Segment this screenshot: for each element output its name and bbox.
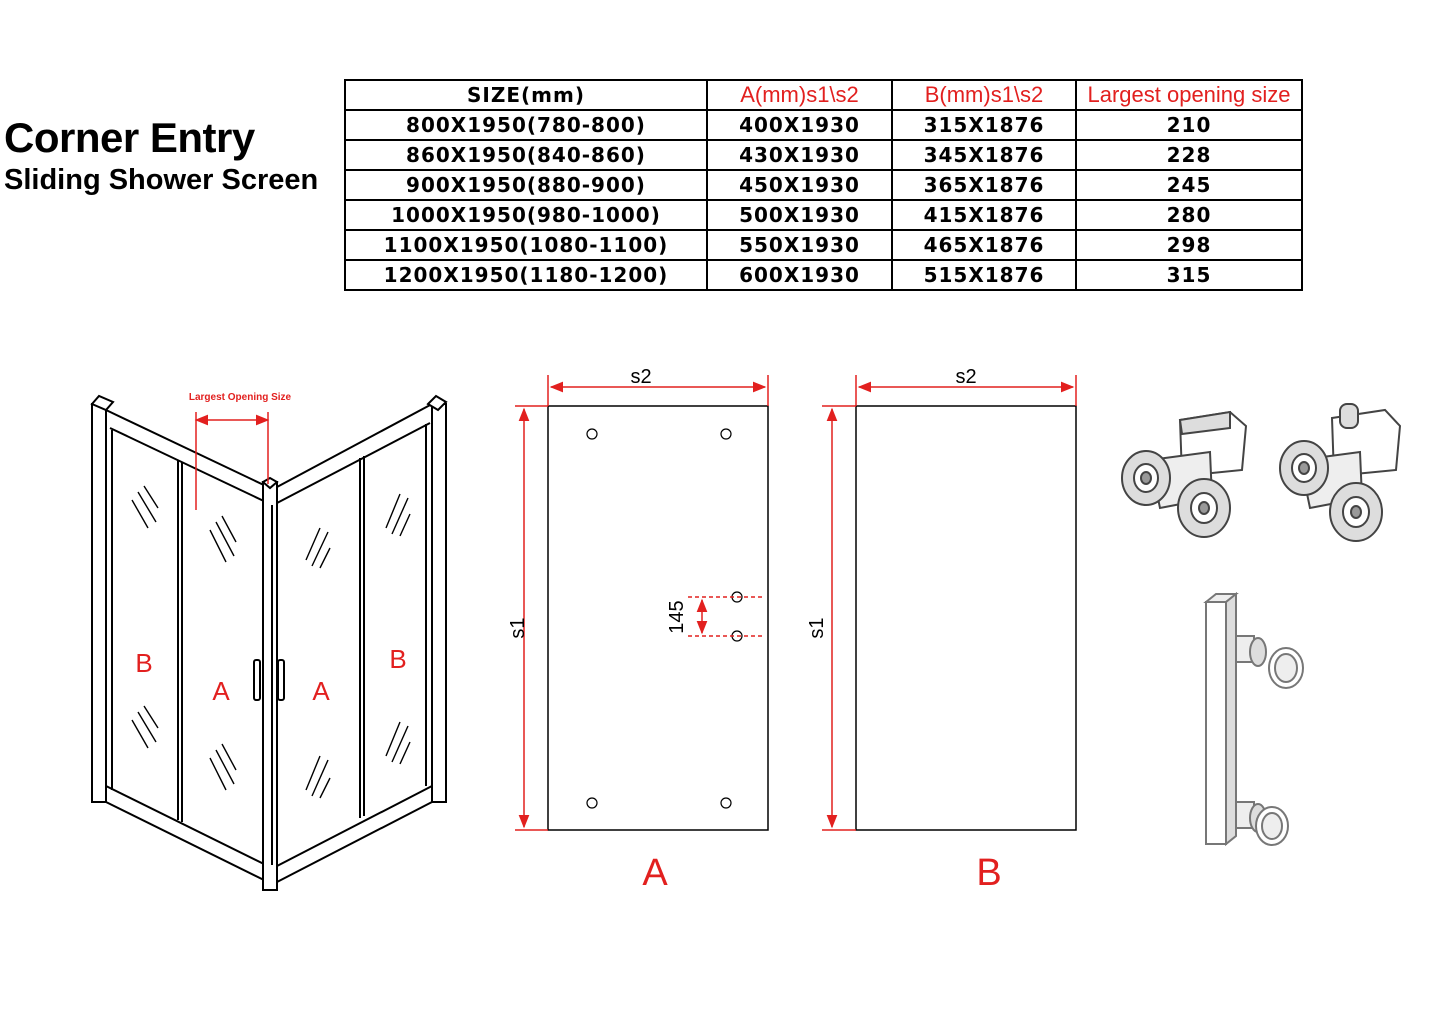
cell-panel-b: 415X1876 xyxy=(891,199,1077,231)
cell-size: 1200X1950(1180-1200) xyxy=(344,259,708,291)
panel-label-a-right: A xyxy=(312,676,330,706)
cell-panel-b: 345X1876 xyxy=(891,139,1077,171)
header-panel-b: B(mm)s1\s2 xyxy=(891,79,1077,111)
header-size: SIZE(mm) xyxy=(344,79,708,111)
page-title: Corner Entry xyxy=(4,114,255,161)
panel-b-caption: B xyxy=(976,852,1001,894)
cell-panel-b: 515X1876 xyxy=(891,259,1077,291)
cell-panel-a: 400X1930 xyxy=(706,109,893,141)
enclosure-drawing xyxy=(90,394,448,891)
cell-panel-b: 315X1876 xyxy=(891,109,1077,141)
panel-b-width-label: s2 xyxy=(955,366,976,388)
opening-label: Largest Opening Size xyxy=(189,392,292,403)
panel-a-caption: A xyxy=(642,852,668,894)
cell-opening: 280 xyxy=(1075,199,1303,231)
table-header-row: SIZE(mm) A(mm)s1\s2 B(mm)s1\s2 Largest o… xyxy=(344,79,1303,111)
header-opening: Largest opening size xyxy=(1075,79,1303,111)
cell-panel-b: 465X1876 xyxy=(891,229,1077,261)
size-table: SIZE(mm) A(mm)s1\s2 B(mm)s1\s2 Largest o… xyxy=(344,79,1303,291)
cell-size: 1000X1950(980-1000) xyxy=(344,199,708,231)
roller-knob-icon xyxy=(1279,403,1402,542)
opening-dimension xyxy=(194,412,270,510)
panel-a-drawing: s2 s1 145 A xyxy=(507,366,769,894)
cell-opening: 245 xyxy=(1075,169,1303,201)
cell-panel-b: 365X1876 xyxy=(891,169,1077,201)
cell-panel-a: 550X1930 xyxy=(706,229,893,261)
panel-label-b-right: B xyxy=(389,644,406,674)
cell-panel-a: 600X1930 xyxy=(706,259,893,291)
cell-opening: 210 xyxy=(1075,109,1303,141)
cell-opening: 298 xyxy=(1075,229,1303,261)
cell-size: 800X1950(780-800) xyxy=(344,109,708,141)
cell-panel-a: 430X1930 xyxy=(706,139,893,171)
roller-wheel-icon xyxy=(1121,410,1248,538)
panel-a-height-label: s1 xyxy=(507,617,529,638)
cell-size: 1100X1950(1080-1100) xyxy=(344,229,708,261)
cell-opening: 315 xyxy=(1075,259,1303,291)
cell-size: 900X1950(880-900) xyxy=(344,169,708,201)
cell-size: 860X1950(840-860) xyxy=(344,139,708,171)
door-handle-icon xyxy=(1203,591,1304,847)
header-panel-a: A(mm)s1\s2 xyxy=(706,79,893,111)
panel-a-width-label: s2 xyxy=(630,366,651,388)
panel-label-b-left: B xyxy=(135,648,152,678)
panel-b-height-label: s1 xyxy=(806,617,828,638)
cell-panel-a: 450X1930 xyxy=(706,169,893,201)
page-subtitle: Sliding Shower Screen xyxy=(4,164,319,196)
panel-a-hole-spacing: 145 xyxy=(666,600,688,633)
cell-panel-a: 500X1930 xyxy=(706,199,893,231)
panel-label-a-left: A xyxy=(212,676,230,706)
panel-b-drawing: s2 s1 B xyxy=(806,366,1077,894)
cell-opening: 228 xyxy=(1075,139,1303,171)
